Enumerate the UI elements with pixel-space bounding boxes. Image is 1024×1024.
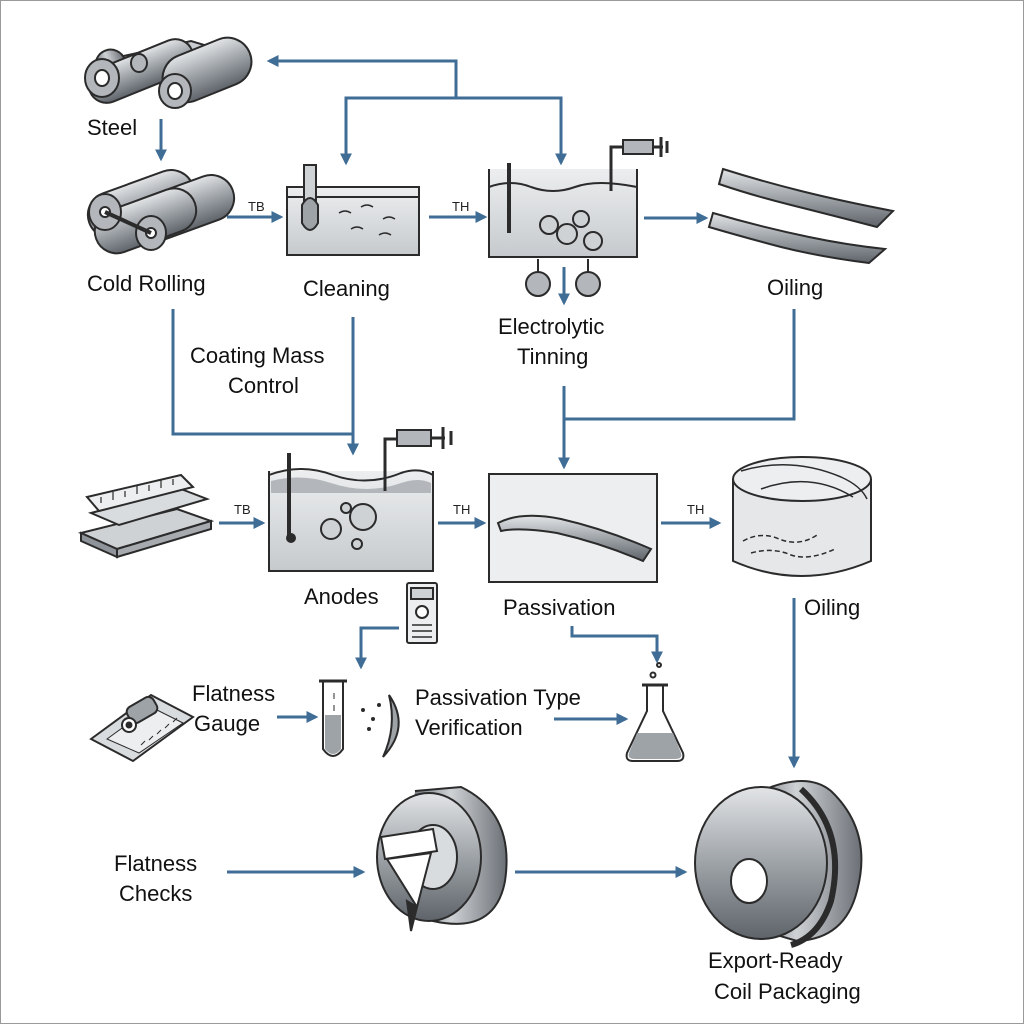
label-anodes: Anodes [304, 584, 379, 609]
arrow-loop-to-steel [266, 55, 458, 98]
flow-arrows [155, 55, 800, 878]
label-flatness-checks-line1: Flatness [114, 851, 198, 876]
tag-cleaning-to-tinning: TH [452, 199, 470, 214]
cleaning-tank-icon [286, 164, 420, 256]
label-export-ready-line2: Coil Packaging [714, 979, 861, 1004]
label-oiling-mid: Oiling [804, 595, 861, 620]
cold-rolling-mill-icon [86, 169, 236, 255]
label-passivation-type-verification-line2: Verification [415, 715, 523, 740]
tag-rolling-to-cleaning: TB [248, 199, 265, 214]
coil-checker-icon [376, 785, 508, 932]
label-electrolytic-tinning-line1: Electrolytic [498, 314, 605, 339]
label-oiling-top: Oiling [767, 275, 824, 300]
oiled-sheets-icon [707, 167, 896, 265]
steel-rolls-icon [84, 36, 253, 109]
tag-plates-to-anodes: TB [234, 502, 251, 517]
tinning-tank-icon [488, 137, 669, 297]
label-coating-mass-control-line1: Coating Mass [190, 343, 325, 368]
label-passivation: Passivation [503, 595, 616, 620]
arrow-loop-to-tinning [456, 96, 567, 166]
label-electrolytic-tinning-line2: Tinning [517, 344, 589, 369]
label-flatness-checks-line2: Checks [119, 881, 193, 906]
label-cold-rolling: Cold Rolling [87, 271, 206, 296]
arrow-loop-to-cleaning [340, 96, 561, 166]
tag-anodes-to-passivation: TH [453, 502, 471, 517]
test-tube-icon [319, 679, 400, 758]
label-flatness-gauge-line2: Gauge [194, 711, 261, 736]
label-steel: Steel [87, 115, 138, 140]
digital-meter-icon [406, 582, 438, 644]
flask-icon [625, 662, 685, 762]
export-coil-icon [694, 780, 863, 948]
steel-plates-ruler-icon [77, 473, 215, 559]
tag-passivation-to-oiling: TH [687, 502, 705, 517]
arrow-passivation-to-flask [570, 626, 663, 664]
oiled-coil-icon [732, 456, 872, 577]
passivation-strip-icon [488, 473, 658, 583]
label-flatness-gauge-line1: Flatness [192, 681, 276, 706]
anodes-tank-icon [268, 427, 453, 572]
label-export-ready-line1: Export-Ready [708, 948, 843, 973]
label-cleaning: Cleaning [303, 276, 390, 301]
label-passivation-type-verification-line1: Passivation Type [415, 685, 581, 710]
label-coating-mass-control-line2: Control [228, 373, 299, 398]
arrow-oiling-to-passivation [564, 309, 796, 421]
flatness-gauge-icon [89, 693, 195, 763]
arrow-meter-to-tube [355, 626, 399, 670]
